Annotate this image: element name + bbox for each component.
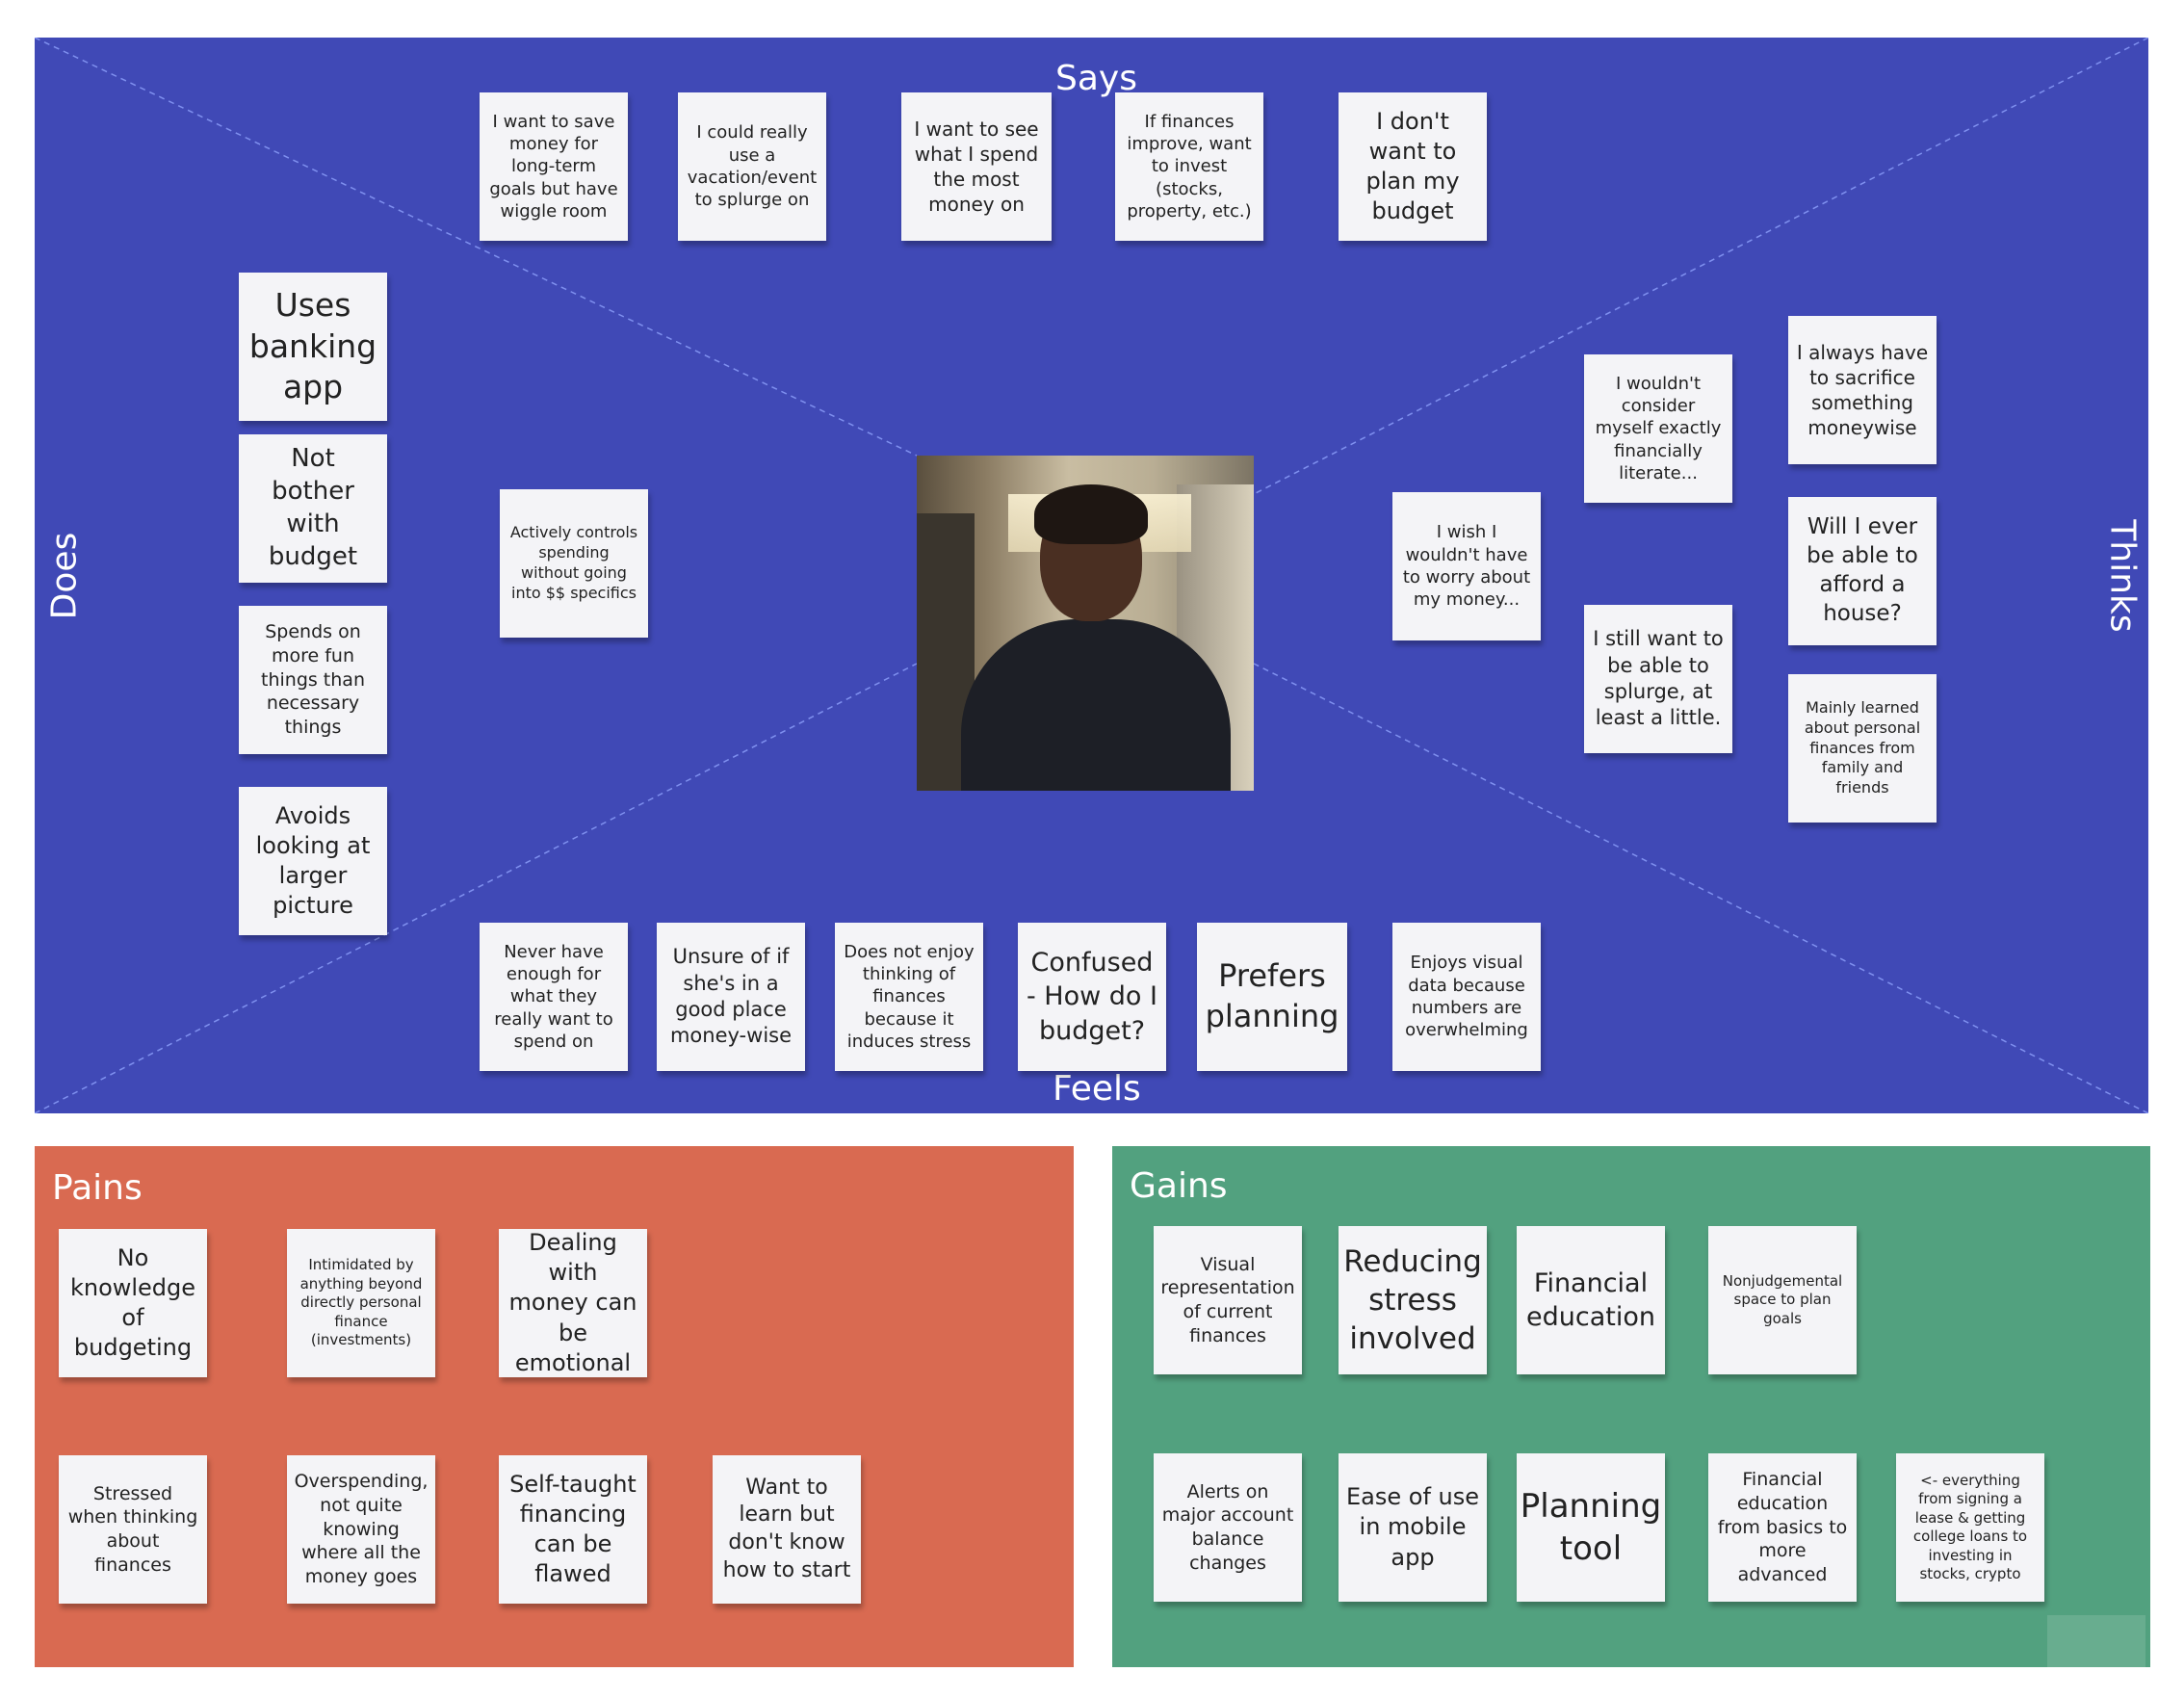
feels-note-6[interactable]: Enjoys visual data because numbers are o… [1392,923,1541,1071]
does-note-5[interactable]: Actively controls spending without going… [500,489,648,638]
says-note-1[interactable]: I want to save money for long-term goals… [480,92,628,241]
does-note-4[interactable]: Avoids looking at larger picture [239,787,387,935]
thinks-note-1[interactable]: I wouldn't consider myself exactly finan… [1584,354,1732,503]
says-note-3[interactable]: I want to see what I spend the most mone… [901,92,1052,241]
gains-note-5[interactable]: Alerts on major account balance changes [1154,1453,1302,1602]
pains-note-3[interactable]: Dealing with money can be emotional [499,1229,647,1377]
label-does: Does [44,532,85,620]
label-feels: Feels [1053,1069,1141,1109]
pains-title: Pains [52,1168,143,1208]
says-note-4[interactable]: If finances improve, want to invest (sto… [1115,92,1263,241]
thinks-note-4[interactable]: Will I ever be able to afford a house? [1788,497,1937,645]
feels-note-5[interactable]: Prefers planning [1197,923,1347,1071]
gains-note-7[interactable]: Planning tool [1517,1453,1665,1602]
thinks-note-2[interactable]: I always have to sacrifice something mon… [1788,316,1937,464]
label-thinks: Thinks [2102,519,2143,633]
feels-note-4[interactable]: Confused - How do I budget? [1018,923,1166,1071]
says-note-2[interactable]: I could really use a vacation/event to s… [678,92,826,241]
feels-note-1[interactable]: Never have enough for what they really w… [480,923,628,1071]
feels-note-3[interactable]: Does not enjoy thinking of finances beca… [835,923,983,1071]
gains-note-6[interactable]: Ease of use in mobile app [1339,1453,1487,1602]
thinks-note-6[interactable]: Mainly learned about personal finances f… [1788,674,1937,823]
thinks-note-3[interactable]: I wish I wouldn't have to worry about my… [1392,492,1541,640]
does-note-1[interactable]: Uses banking app [239,273,387,421]
pains-note-7[interactable]: Want to learn but don't know how to star… [713,1455,861,1604]
does-note-3[interactable]: Spends on more fun things than necessary… [239,606,387,754]
persona-photo [917,456,1254,791]
label-says: Says [1055,59,1137,98]
pains-note-2[interactable]: Intimidated by anything beyond directly … [287,1229,435,1377]
says-note-5[interactable]: I don't want to plan my budget [1339,92,1487,241]
gains-note-3[interactable]: Financial education [1517,1226,1665,1374]
gains-note-1[interactable]: Visual representation of current finance… [1154,1226,1302,1374]
corner-overlay [2047,1615,2145,1667]
gains-note-4[interactable]: Nonjudgemental space to plan goals [1708,1226,1857,1374]
pains-note-4[interactable]: Stressed when thinking about finances [59,1455,207,1604]
pains-note-5[interactable]: Overspending, not quite knowing where al… [287,1455,435,1604]
pains-note-1[interactable]: No knowledge of budgeting [59,1229,207,1377]
gains-note-8[interactable]: Financial education from basics to more … [1708,1453,1857,1602]
thinks-note-5[interactable]: I still want to be able to splurge, at l… [1584,605,1732,753]
gains-note-9[interactable]: <- everything from signing a lease & get… [1896,1453,2044,1602]
feels-note-2[interactable]: Unsure of if she's in a good place money… [657,923,805,1071]
gains-title: Gains [1130,1166,1228,1206]
gains-note-2[interactable]: Reducing stress involved [1339,1226,1487,1374]
does-note-2[interactable]: Not bother with budget [239,434,387,583]
pains-note-6[interactable]: Self-taught financing can be flawed [499,1455,647,1604]
quadrant-diagonals [35,38,2148,1113]
